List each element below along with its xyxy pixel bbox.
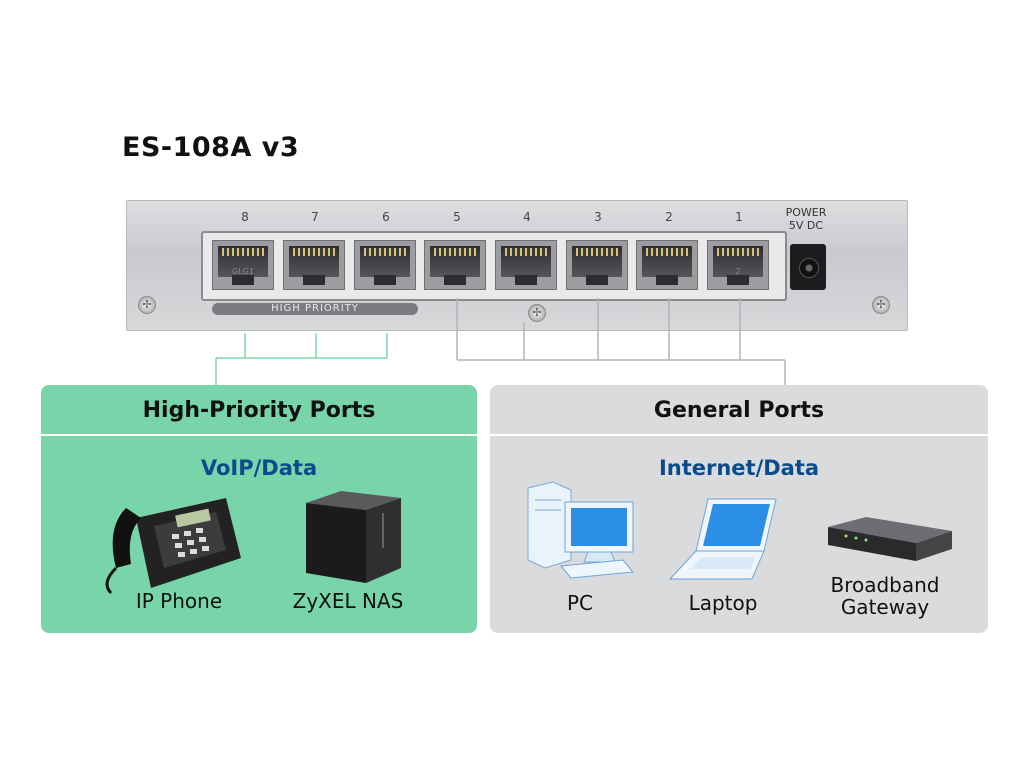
port-number-2: 2 [665, 210, 673, 224]
ethernet-port-8[interactable]: GLG1 [212, 240, 274, 290]
switch-front-panel: ✢ ✢ ✢ 8 7 6 5 4 3 2 1 GLG1 2 POWER 5V DC… [126, 200, 908, 331]
screw-icon: ✢ [528, 304, 546, 322]
port-tag: GLG1 [232, 267, 254, 276]
ethernet-port-4[interactable] [495, 240, 557, 290]
ip-phone-label: IP Phone [135, 589, 223, 613]
ethernet-port-6[interactable] [354, 240, 416, 290]
power-jack[interactable] [790, 244, 826, 290]
nas-icon [306, 491, 401, 583]
laptop-label: Laptop [688, 591, 758, 615]
power-label: POWER 5V DC [778, 206, 834, 232]
port-number-4: 4 [523, 210, 531, 224]
general-panel: General Ports Internet/Data PC Laptop Br… [490, 385, 988, 633]
port-number-7: 7 [311, 210, 319, 224]
high-priority-subtitle: VoIP/Data [200, 456, 318, 480]
high-priority-panel: High-Priority Ports VoIP/Data IP Phone Z… [41, 385, 477, 633]
general-subtitle: Internet/Data [658, 456, 820, 480]
general-title: General Ports [653, 398, 825, 423]
gateway-label-line1: Broadband [830, 573, 940, 597]
ethernet-port-7[interactable] [283, 240, 345, 290]
power-label-line2: 5V DC [788, 219, 824, 232]
screw-icon: ✢ [138, 296, 156, 314]
port-tag: 2 [735, 267, 741, 276]
pc-label: PC [566, 591, 594, 615]
port-number-1: 1 [735, 210, 743, 224]
ip-phone-icon [105, 498, 241, 595]
power-label-line1: POWER [785, 206, 827, 219]
laptop-icon [668, 498, 777, 580]
port-number-8: 8 [241, 210, 249, 224]
gateway-label: Broadband Gateway [810, 574, 960, 618]
port-number-5: 5 [453, 210, 461, 224]
ethernet-port-5[interactable] [424, 240, 486, 290]
panel-divider [490, 434, 988, 436]
ethernet-port-3[interactable] [566, 240, 628, 290]
ethernet-port-1[interactable]: 2 [707, 240, 769, 290]
nas-label: ZyXEL NAS [292, 589, 404, 613]
panel-divider [41, 434, 477, 436]
port-number-6: 6 [382, 210, 390, 224]
page-title: ES-108A v3 [122, 132, 300, 163]
screw-icon: ✢ [872, 296, 890, 314]
gateway-icon [828, 517, 952, 561]
port-number-3: 3 [594, 210, 602, 224]
high-priority-title: High-Priority Ports [142, 398, 376, 423]
pc-icon [527, 481, 634, 579]
ethernet-port-2[interactable] [636, 240, 698, 290]
high-priority-bar: HIGH PRIORITY [212, 303, 418, 315]
gateway-label-line2: Gateway [840, 595, 930, 619]
